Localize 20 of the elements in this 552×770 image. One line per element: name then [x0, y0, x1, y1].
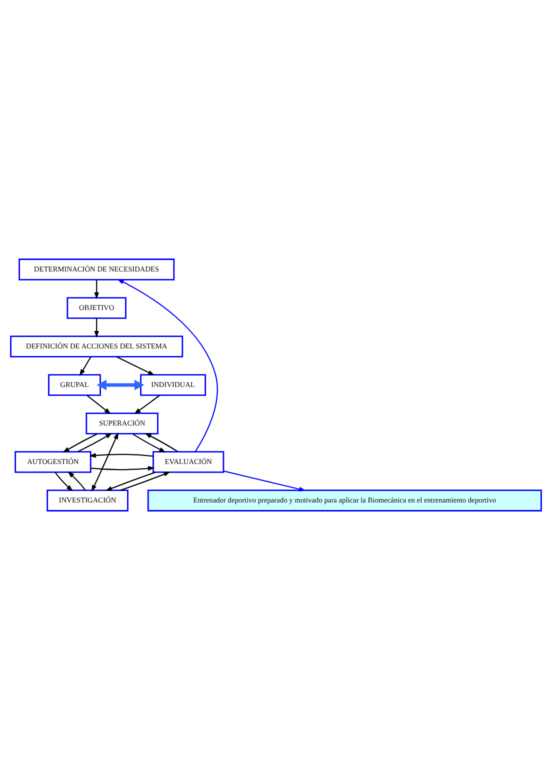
arrow — [94, 318, 99, 338]
arrow — [134, 394, 160, 414]
arrow — [96, 380, 144, 390]
arrow — [89, 453, 154, 458]
arrow — [54, 472, 73, 492]
arrow — [90, 466, 155, 471]
arrow — [224, 470, 306, 492]
arrow — [68, 471, 86, 490]
arrow — [105, 472, 156, 491]
arrow — [79, 356, 92, 376]
arrow — [132, 433, 166, 453]
arrow — [144, 433, 178, 452]
arrow — [62, 433, 98, 453]
arrow — [77, 432, 112, 452]
arrow — [86, 394, 112, 414]
arrow — [116, 356, 155, 376]
arrow — [117, 278, 218, 452]
arrow — [120, 472, 171, 491]
arrow — [91, 432, 118, 492]
arrow — [94, 280, 99, 300]
